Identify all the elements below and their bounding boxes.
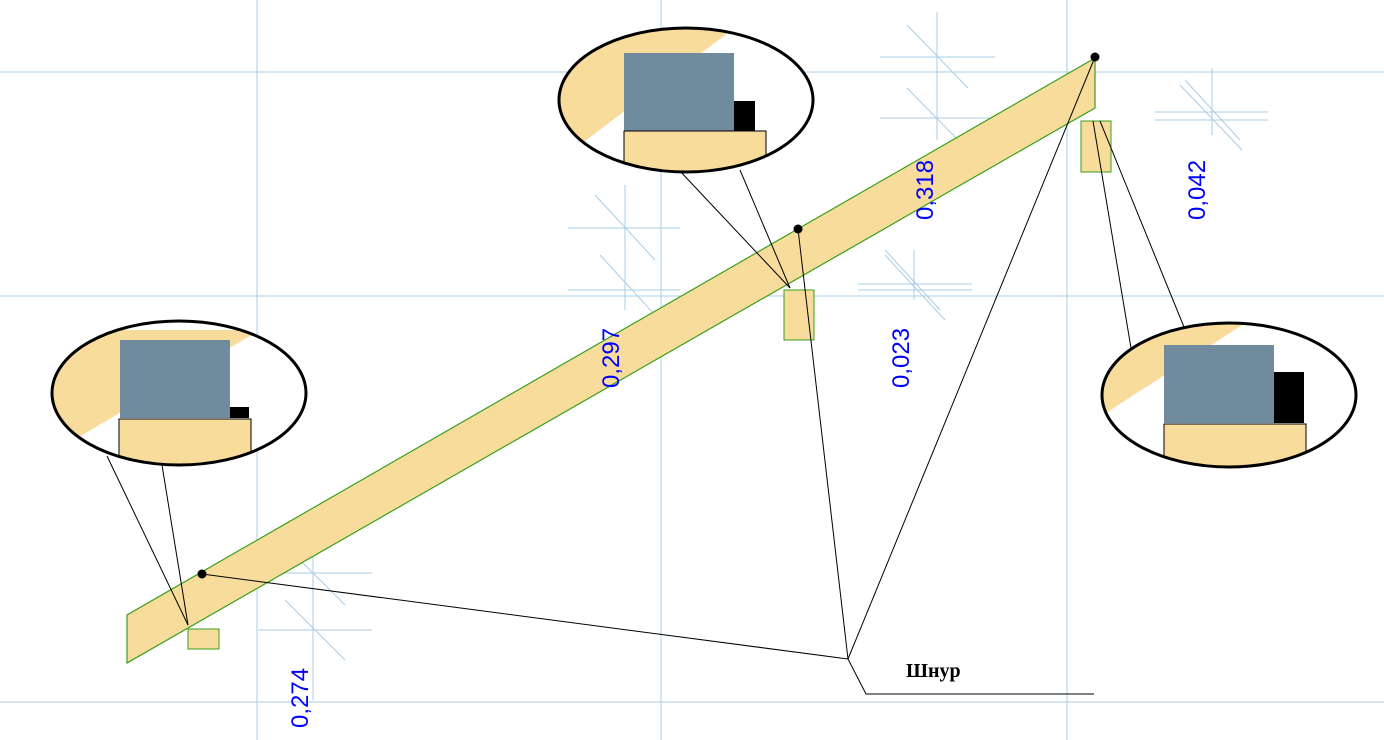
support-block-left bbox=[187, 628, 220, 650]
rafter-beam bbox=[126, 56, 1096, 665]
cross-marker bbox=[858, 249, 972, 321]
dimension-text: 0,274 bbox=[287, 668, 314, 728]
cross-marker bbox=[1155, 68, 1268, 151]
string-line bbox=[797, 228, 849, 660]
dimension-text: 0,297 bbox=[598, 328, 625, 388]
support-block-right bbox=[1080, 120, 1112, 173]
magnified-view-right bbox=[1100, 321, 1358, 469]
cross-marker bbox=[880, 12, 995, 151]
string-point-middle bbox=[793, 224, 803, 234]
string-label: Шнур bbox=[906, 660, 961, 682]
cross-marker bbox=[568, 185, 680, 316]
dimension-text: 0,023 bbox=[888, 328, 915, 388]
label-leader bbox=[847, 658, 1094, 695]
dimension-text: 0,318 bbox=[912, 160, 939, 220]
magnified-view-middle bbox=[557, 26, 815, 174]
string-line bbox=[201, 573, 849, 660]
string-point-left bbox=[197, 569, 207, 579]
magnified-view-left bbox=[50, 319, 308, 467]
dimension-text: 0,042 bbox=[1184, 160, 1211, 220]
string-line bbox=[847, 56, 1096, 660]
support-block-middle bbox=[783, 289, 815, 341]
string-point-right bbox=[1090, 52, 1100, 62]
callout-leaders bbox=[106, 120, 1185, 626]
string-lines bbox=[201, 56, 1096, 695]
cross-markers bbox=[258, 12, 1268, 700]
